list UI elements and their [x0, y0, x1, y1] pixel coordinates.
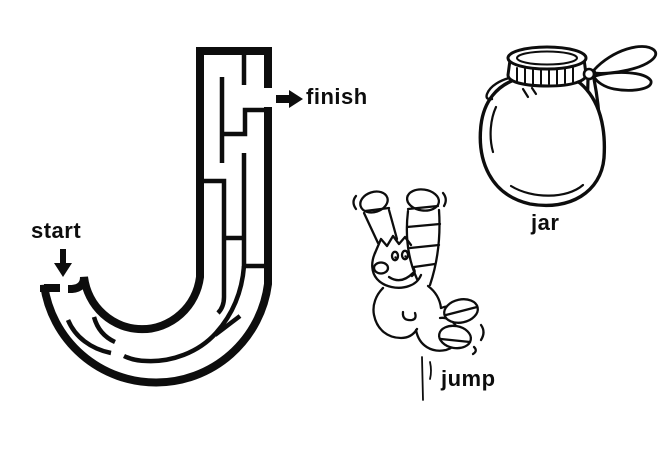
start-arrow-icon [54, 249, 72, 277]
jar-illustration [478, 45, 658, 208]
finish-label: finish [306, 84, 368, 109]
lid-ridges [516, 67, 574, 85]
finish-arrow-icon [276, 90, 303, 108]
jump-label: jump [441, 366, 496, 391]
maze-inner-walls [65, 51, 268, 364]
start-label: start [31, 218, 82, 243]
jar-label: jar [531, 210, 560, 235]
letter-j-maze [40, 47, 272, 387]
jump-illustration [352, 188, 485, 401]
maze-outer-wall [40, 107, 272, 387]
maze-outer-wall [68, 47, 272, 334]
